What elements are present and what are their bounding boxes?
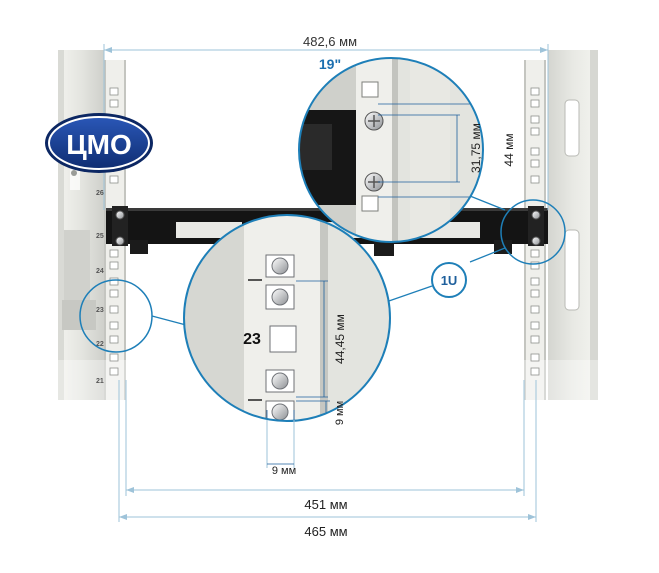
1u-badge-label: 1U (441, 273, 458, 288)
top-callout-connector (469, 195, 506, 211)
rail-outer-width-label: 465 мм (304, 524, 347, 539)
rail-number-25: 25 (96, 233, 104, 240)
square-hole-vertical-label: 9 мм (334, 401, 346, 425)
hole-pitch-label: 31,75 мм (469, 123, 483, 173)
overall-width-label: 482,6 мм (303, 34, 357, 49)
1u-callout-connector-b (385, 285, 433, 303)
rail-inner-width-label: 451 мм (304, 497, 347, 512)
rail-width-dimensions (118, 380, 537, 522)
logo-text: ЦМО (66, 129, 132, 160)
rail-number-21: 21 (96, 378, 104, 385)
right-rail-callout-circle (500, 199, 566, 265)
square-hole-horizontal-label: 9 мм (272, 465, 296, 477)
company-logo: ЦМО (45, 113, 153, 173)
rail-number-26: 26 (96, 190, 104, 197)
standard-19-inch-label: 19" (319, 56, 341, 72)
rail-number-24: 24 (96, 268, 104, 275)
rail-number-22: 22 (96, 341, 104, 348)
1u-badge: 1U (431, 262, 467, 298)
right-rail-holes (530, 87, 540, 376)
1u-callout-connector-a (469, 247, 506, 263)
left-callout-connector (151, 315, 187, 326)
unit-number-label: 23 (243, 331, 261, 348)
square-hole-horizontal-dimension (266, 420, 295, 468)
unit-height-label: 44 мм (502, 133, 516, 166)
main-magnifier (183, 214, 391, 422)
top-magnifier (298, 57, 484, 243)
rail-number-23: 23 (96, 307, 104, 314)
square-hole (269, 325, 297, 353)
unit-height-precise-label: 44,45 мм (333, 314, 347, 364)
